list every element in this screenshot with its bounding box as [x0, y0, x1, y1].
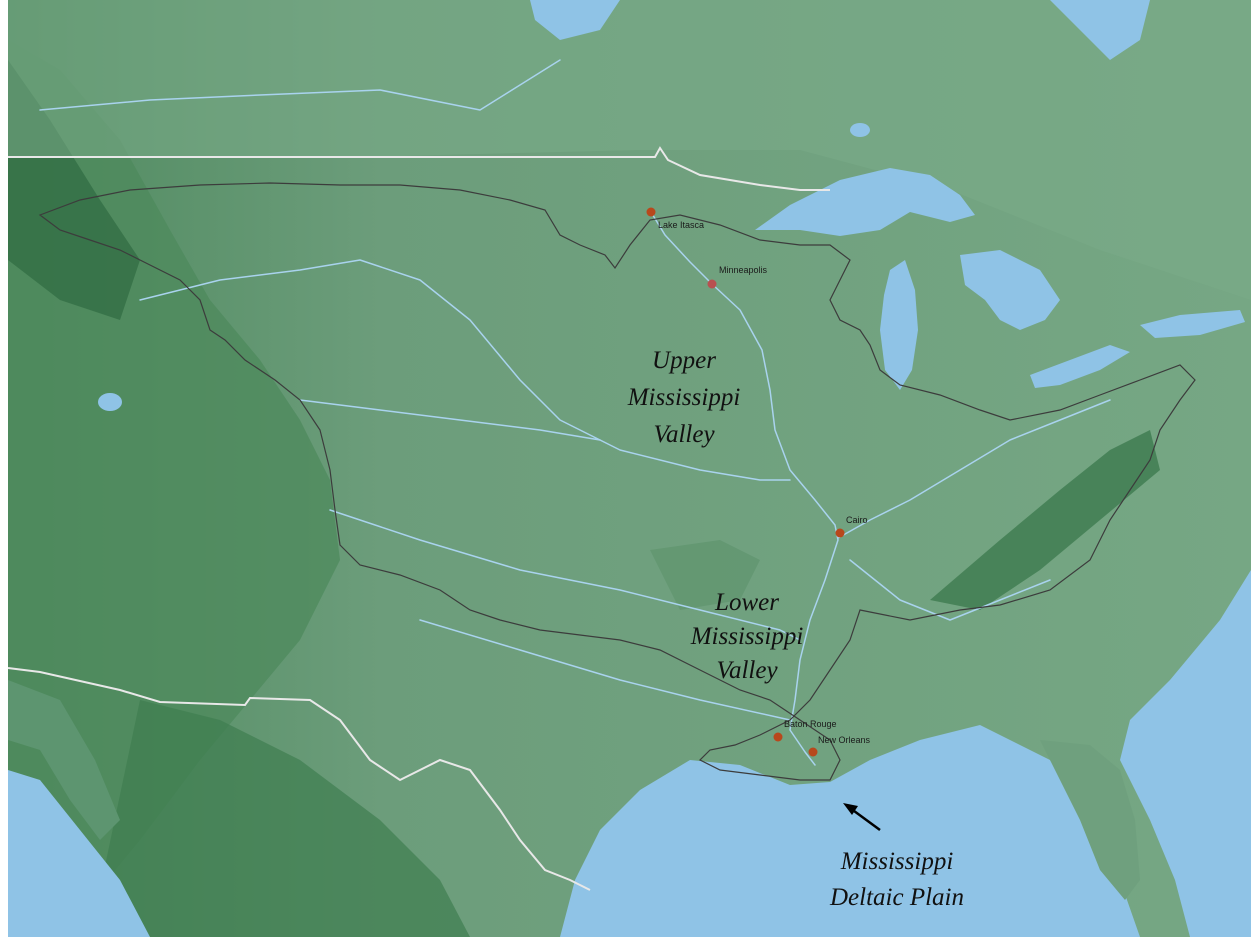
region-lower-mississippi-valley: Lower Mississippi Valley	[690, 589, 804, 684]
region-label-line: Mississippi	[690, 623, 804, 650]
lake-winnipeg	[850, 123, 870, 137]
region-label-line: Deltaic Plain	[829, 884, 964, 911]
appalachian-relief	[930, 430, 1160, 610]
us-mexico-border	[7, 667, 591, 891]
region-label-line: Mississippi	[627, 384, 741, 411]
water-bodies	[8, 0, 1251, 937]
james-bay	[1050, 0, 1150, 60]
lake-ontario	[1140, 310, 1245, 338]
international-borders	[7, 146, 830, 891]
us-canada-border	[8, 146, 830, 191]
city-label: Minneapolis	[719, 265, 768, 275]
city-markers: Lake Itasca Minneapolis Cairo Baton Roug…	[646, 207, 871, 757]
canada-shield	[8, 0, 1251, 300]
region-mississippi-deltaic-plain: Mississippi Deltaic Plain	[829, 848, 964, 911]
hudson-bay	[530, 0, 620, 40]
arkansas-river	[329, 509, 801, 641]
region-label-line: Valley	[716, 657, 778, 684]
basin-boundary	[38, 182, 1196, 781]
city-cairo: Cairo	[835, 515, 868, 538]
city-dot	[835, 528, 845, 538]
missouri-river	[139, 259, 791, 481]
canadian-rivers	[39, 59, 561, 111]
lake-erie	[1030, 345, 1130, 388]
sierra-madre-relief	[90, 700, 470, 937]
baja-peninsula	[8, 680, 120, 840]
city-label: New Orleans	[818, 735, 871, 745]
city-label: Baton Rouge	[784, 719, 837, 729]
region-label-line: Lower	[714, 589, 779, 616]
tennessee-river	[849, 559, 1051, 621]
gulf-of-california	[8, 770, 150, 937]
florida-peninsula	[1040, 740, 1140, 900]
red-river	[419, 619, 791, 721]
platte-river	[299, 399, 601, 441]
region-label-line: Mississippi	[840, 848, 954, 875]
lake-michigan	[880, 260, 918, 390]
yellowstone-lake	[98, 393, 122, 411]
city-dot	[646, 207, 656, 217]
gulf-of-mexico	[560, 725, 1140, 937]
city-label: Cairo	[846, 515, 868, 525]
region-upper-mississippi-valley: Upper Mississippi Valley	[627, 347, 741, 448]
ohio-river	[837, 399, 1111, 539]
city-new-orleans: New Orleans	[808, 735, 871, 757]
city-baton-rouge: Baton Rouge	[773, 719, 837, 742]
region-label-line: Valley	[653, 421, 715, 448]
city-lake-itasca: Lake Itasca	[646, 207, 704, 230]
region-label-line: Upper	[652, 347, 716, 374]
city-label: Lake Itasca	[658, 220, 704, 230]
rivers	[39, 59, 1111, 766]
ozark-relief	[650, 540, 760, 610]
lake-huron	[960, 250, 1060, 330]
city-dot	[773, 732, 783, 742]
city-minneapolis: Minneapolis	[707, 265, 768, 289]
arrow-up-left-icon	[843, 803, 881, 832]
atlantic-ocean	[1120, 570, 1251, 937]
lake-superior	[755, 168, 975, 236]
city-dot	[707, 279, 717, 289]
city-dot	[808, 747, 818, 757]
left-margin	[0, 0, 8, 937]
